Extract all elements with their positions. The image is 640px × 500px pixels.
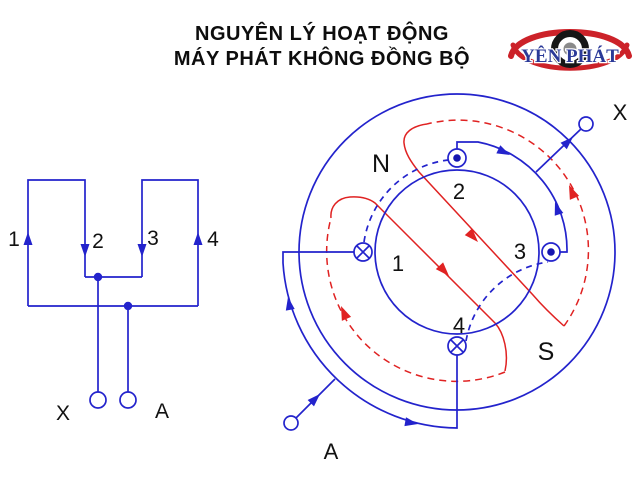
winding-schematic: 1 2 3 4 X A	[8, 179, 219, 425]
winding-terminal-x-label: X	[56, 402, 70, 425]
arrow-up-4	[193, 232, 203, 245]
arrow-from-3	[554, 202, 564, 216]
winding-labels: 1 2 3 4 X A	[8, 227, 219, 425]
pole-south-label: S	[538, 338, 555, 366]
machine-terminal-a-label: A	[324, 439, 339, 464]
wiring-current-arrows	[285, 137, 573, 427]
eye-logo-icon	[508, 29, 632, 71]
cross-symbol	[449, 338, 465, 354]
flux-loop-a-through-rotor	[403, 123, 565, 327]
flux-loop-b-yoke-dashed	[325, 217, 506, 383]
machine-labels: N S 1 2 3 4 X A	[324, 100, 628, 464]
winding-loop-1-2	[27, 179, 86, 306]
terminal-a-circle-machine	[283, 415, 299, 431]
winding-label-4: 4	[207, 228, 219, 251]
cross-symbol	[355, 244, 371, 260]
conductor-label-3: 3	[514, 239, 526, 264]
winding-label-1: 1	[8, 228, 20, 251]
back-end-connection-1-2	[363, 159, 449, 243]
brand-logo: YÊN PHÁT	[508, 29, 632, 71]
machine-cross-section: N S 1 2 3 4 X A	[282, 93, 628, 464]
wire-to-terminal-x	[535, 127, 583, 173]
winding-terminal-a-label: A	[155, 400, 169, 423]
flux-arrow-right-yoke	[569, 185, 580, 200]
junction-dot-x	[93, 272, 103, 282]
winding-label-3: 3	[147, 227, 159, 250]
arrow-to-4	[404, 417, 418, 427]
current-direction-arrows	[23, 232, 203, 257]
rotor-circle	[374, 169, 540, 335]
title-line-1: NGUYÊN LÝ HOẠT ĐỘNG	[195, 23, 449, 45]
flux-loop-a-yoke-dashed	[426, 119, 590, 327]
arrow-up-1	[23, 232, 33, 245]
conductor-2-current-out	[447, 148, 467, 168]
brand-logo-text: YÊN PHÁT	[521, 45, 619, 67]
rotor-conductors	[353, 148, 561, 356]
conductor-label-4: 4	[453, 313, 465, 338]
conductor-4-current-in	[447, 336, 467, 356]
arrow-from-a	[307, 394, 320, 407]
flux-arrow-a	[464, 228, 478, 242]
arrow-down-3	[137, 244, 147, 257]
arrow-to-1	[285, 297, 295, 311]
junction-dot-a	[123, 301, 133, 311]
dot-symbol	[453, 154, 461, 162]
wire-1-to-4	[282, 251, 458, 429]
machine-terminal-x-label: X	[613, 100, 628, 125]
dot-symbol	[547, 248, 555, 256]
flux-loop-b-through-rotor	[330, 196, 508, 372]
winding-label-2: 2	[92, 230, 104, 253]
flux-lines	[325, 119, 590, 383]
terminal-x-circle	[89, 391, 107, 409]
wire-2-to-3	[456, 141, 568, 253]
page-title: NGUYÊN LÝ HOẠT ĐỘNG MÁY PHÁT KHÔNG ĐỒNG …	[62, 22, 582, 72]
flux-arrow-left-yoke	[341, 306, 352, 321]
conductor-1-current-in	[353, 242, 373, 262]
conductor-3-current-out	[541, 242, 561, 262]
terminal-a-circle	[119, 391, 137, 409]
flux-direction-arrows	[341, 185, 580, 321]
arrow-from-2	[496, 145, 510, 155]
stator-wiring	[282, 116, 594, 431]
title-line-2: MÁY PHÁT KHÔNG ĐỒNG BỘ	[173, 48, 471, 70]
conductor-label-1: 1	[392, 251, 404, 276]
arrow-down-2	[80, 244, 90, 257]
arrow-to-x	[560, 137, 573, 150]
terminal-x-circle-machine	[578, 116, 594, 132]
conductor-label-2: 2	[453, 179, 465, 204]
flux-arrow-b	[435, 262, 449, 276]
back-end-connection-4-3	[465, 261, 549, 342]
pole-north-label: N	[372, 150, 390, 178]
